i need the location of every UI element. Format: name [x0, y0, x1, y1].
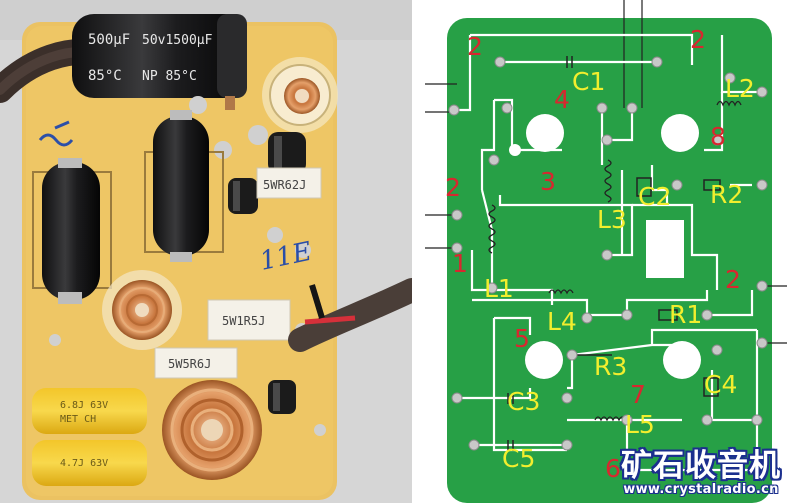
- capacitor-print-2: 85°C: [88, 68, 122, 84]
- inductor-iron-core-left: [32, 158, 112, 304]
- capacitor-print-1: 500μF: [88, 32, 130, 48]
- label-c5: C5: [502, 444, 535, 473]
- label-c3: C3: [507, 387, 540, 416]
- pcb-layout-diagram: 2 2 C1 4 L2 8 2 3 C2 R2 L3 1 L1 2 L4 R1 …: [425, 0, 787, 503]
- pcb-symbols: [507, 56, 721, 451]
- watermark-title: 矿石收音机: [621, 448, 781, 484]
- label-l5: L5: [625, 410, 655, 439]
- terminal-5: [525, 341, 563, 379]
- label-l3: L3: [597, 205, 627, 234]
- inductor-iron-core-middle: [144, 110, 224, 262]
- pad-label-6: 6: [605, 454, 621, 483]
- coil-l4: [548, 289, 574, 295]
- pad-label-7: 7: [630, 380, 646, 409]
- label-c1: C1: [572, 67, 605, 96]
- coil-l1: [488, 204, 496, 254]
- watermark-url: www.crystalradio.cn: [623, 482, 779, 497]
- small-electrolytic-bottom: [268, 380, 296, 414]
- pad-label-1: 1: [452, 249, 468, 278]
- pcb-pads: [448, 56, 768, 451]
- symbol-r1: [658, 309, 678, 321]
- pcb-terminals: [509, 114, 701, 379]
- lead-wires: [425, 0, 787, 344]
- coil-l2: [716, 100, 742, 107]
- pad-label-3: 3: [540, 167, 556, 196]
- label-r3: R3: [594, 352, 627, 381]
- capacitor-print-3: 50v1500μF: [142, 33, 213, 48]
- film-capacitor-top: 6.8J 63V MET CH: [32, 388, 147, 434]
- pcb-outline: [447, 18, 772, 503]
- inductor-top-right: [262, 57, 338, 133]
- pad-label-4: 4: [554, 85, 570, 114]
- small-electrolytic-top: [268, 132, 306, 174]
- symbol-c4: [703, 377, 719, 397]
- air-core-coil-bottom: [162, 380, 262, 480]
- film-capacitor-bottom: 4.7J 63V: [32, 440, 147, 486]
- pcb-coils: [488, 100, 742, 422]
- marker-scribble: [38, 133, 74, 147]
- small-electrolytic-middle: [228, 178, 258, 214]
- coil-l3: [604, 159, 612, 203]
- resistor-5wr62j: 5WR62J: [256, 167, 322, 199]
- pad-label-2-top-right: 2: [690, 25, 706, 54]
- board-hole: [314, 424, 326, 436]
- label-c2: C2: [638, 182, 671, 211]
- resistor-print: 5W1R5J: [222, 314, 265, 328]
- board-hole: [214, 141, 232, 159]
- red-wire: [304, 315, 356, 325]
- terminal-8: [661, 114, 699, 152]
- label-l1: L1: [484, 274, 514, 303]
- board-hole: [189, 96, 207, 114]
- resistor-5w1r5j: 5W1R5J: [207, 299, 291, 341]
- board-hole: [248, 125, 268, 145]
- pad-label-2-top-left: 2: [467, 32, 483, 61]
- label-r1: R1: [669, 300, 702, 329]
- board-hole: [49, 334, 61, 346]
- pad-label-5: 5: [514, 324, 530, 353]
- film-cap-print: 4.7J 63V: [60, 458, 108, 469]
- pcb-labels: 2 2 C1 4 L2 8 2 3 C2 R2 L3 1 L1 2 L4 R1 …: [445, 25, 755, 483]
- symbol-c2: [636, 177, 652, 197]
- film-cap-print: MET CH: [60, 414, 96, 425]
- terminal-7: [663, 341, 701, 379]
- coil-l5: [594, 416, 626, 422]
- crossover-photo: 500μF 85°C 50v1500μF NP 85°C 11E: [0, 0, 412, 503]
- pad-label-8: 8: [710, 122, 726, 151]
- resistor-5w5r6j: 5W5R6J: [154, 347, 238, 379]
- film-cap-print: 6.8J 63V: [60, 400, 108, 411]
- label-l4: L4: [547, 307, 577, 336]
- terminal-4: [526, 114, 564, 152]
- label-c4: C4: [704, 370, 737, 399]
- pad-label-2-left: 2: [445, 173, 461, 202]
- label-r2: R2: [710, 180, 743, 209]
- symbol-r2: [703, 179, 721, 191]
- terminal-block: [646, 220, 684, 278]
- board-hole: [295, 242, 311, 258]
- board-hole: [267, 227, 283, 243]
- capacitor-500uf: 500μF 85°C 50v1500μF NP 85°C: [72, 14, 247, 98]
- resistor-print: 5WR62J: [263, 178, 306, 192]
- site-watermark: 矿石收音机 www.crystalradio.cn: [618, 440, 784, 500]
- air-core-coil-middle: [102, 270, 182, 350]
- resistor-print: 5W5R6J: [168, 357, 211, 371]
- label-l2: L2: [725, 74, 755, 103]
- pad-label-2-right: 2: [725, 265, 741, 294]
- capacitor-print-4: NP 85°C: [142, 69, 197, 84]
- pcb-traces: [457, 33, 762, 472]
